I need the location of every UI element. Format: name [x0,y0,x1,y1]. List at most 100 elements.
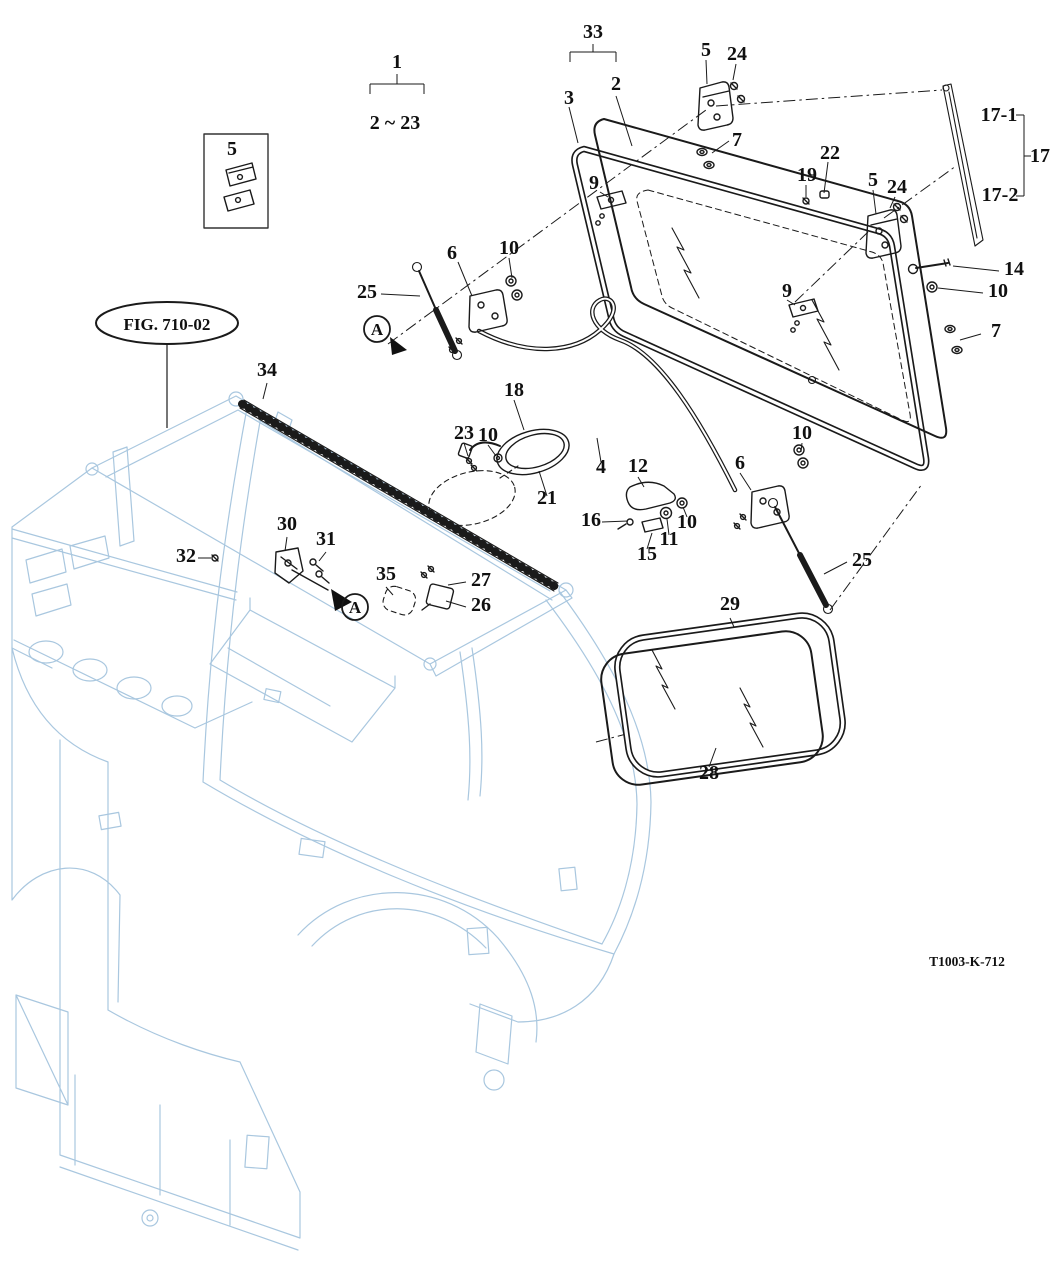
lower-window-seal [614,612,846,778]
part-callout-15: 15 [637,543,657,565]
part-callout-10: 10 [988,280,1008,302]
bolt-31 [315,570,323,578]
part-callout-32: 32 [176,545,196,567]
inset-detail-box [203,133,269,229]
nut-set-left [696,147,715,170]
part-callout-28: 28 [699,762,719,784]
detail-marker-a-lower: A [341,593,369,621]
arrow-to-strut [390,337,407,355]
part-callout-27: 27 [471,569,491,591]
lower-window-glass [600,630,824,786]
rear-window-seal [571,145,930,471]
mirror-clamp [457,442,473,459]
part-callout-5: 5 [868,169,878,191]
wiper-blade [942,83,984,247]
part-callout-6: 6 [735,452,745,474]
mirror-ghost-outline [428,470,516,526]
glass-reflection-mark [671,227,700,299]
cover-35 [382,585,417,616]
part-callout-21: 21 [537,487,557,509]
hinge-lower [865,202,909,259]
bracket-17 [1016,114,1031,197]
cab-wireframe [11,391,652,1251]
glass-reflection-mark [739,687,764,748]
part-callout-12: 12 [628,455,648,477]
bolt-31 [309,558,317,566]
part-callout-10: 10 [478,424,498,446]
part-callout-1: 1 [392,51,402,73]
part-callout-4: 4 [596,456,606,478]
part-callout-17-2: 17-2 [982,184,1019,206]
part-callout-11: 11 [660,528,679,550]
bracket-26 [425,583,455,610]
screw-32 [211,554,219,562]
leader-lines [198,59,1000,768]
part-callout-24: 24 [887,176,907,198]
part-callout-16: 16 [581,509,601,531]
mount-bracket-30 [274,547,304,584]
part-callout-17-1: 17-1 [981,104,1018,126]
part-callout-23: 23 [454,422,474,444]
nut-set-right [944,324,963,355]
bracket-1 [369,74,425,94]
hinge-upper [697,81,746,131]
part-callout-2: 2 [611,73,621,95]
stay-plate-left [448,289,508,354]
part-callout-34: 34 [257,359,277,381]
glass-reflection-mark [811,299,840,371]
figure-bubble: FIG. 710-02 [95,301,239,428]
washers [493,275,938,509]
gas-strut-right [767,497,834,615]
part-callout-25: 25 [357,281,377,303]
part-callout-3: 3 [564,87,574,109]
gas-strut-left [411,261,463,361]
part-callout-31: 31 [316,528,336,550]
bracket-33 [569,44,617,62]
part-callout-25: 25 [852,549,872,571]
pivot-fasteners [802,190,830,205]
part-callout-33: 33 [583,21,603,43]
part-callout-30: 30 [277,513,297,535]
part-callout-19: 19 [797,164,817,186]
mirror-assembly [428,428,570,526]
part-callout-29: 29 [720,593,740,615]
bolt-14 [907,258,951,275]
part-callout-18: 18 [504,379,524,401]
part-callout-9: 9 [782,280,792,302]
handle-assembly [617,481,677,533]
knob [659,506,673,520]
detail-marker-a-upper: A [363,315,391,343]
part-callout-223: 2 ~ 23 [370,112,420,134]
screw-27 [420,571,428,579]
part-callout-10: 10 [677,511,697,533]
part-callout-7: 7 [991,320,1001,342]
glass-reflection-mark [651,649,676,710]
part-callout-9: 9 [589,172,599,194]
part-callout-14: 14 [1004,258,1024,280]
part-callout-26: 26 [471,594,491,616]
roof-rail-seal [238,399,560,592]
handle-base [641,517,664,533]
drawing-code: T1003-K-712 [929,954,1005,969]
part-callout-7: 7 [732,129,742,151]
screw-19 [802,197,810,205]
figure-title: FIG. 710-02 [124,315,211,334]
part-callout-35: 35 [376,563,396,585]
label-brackets [369,44,1031,197]
detail-marker-letter: A [371,320,384,339]
arrow-to-detail-a [331,589,352,611]
weatherstrip [476,296,738,493]
part-callout-17: 17 [1030,145,1050,167]
stay-plate-right [733,485,790,530]
detail-marker-letter: A [349,598,362,617]
part-callout-10: 10 [792,422,812,444]
part-callout-22: 22 [820,142,840,164]
hinge-plate-left [595,190,627,226]
detail-arrows [331,337,407,611]
handle-screw [626,518,634,526]
part-callout-5: 5 [701,39,711,61]
part-callout-24: 24 [727,43,747,65]
part-callout-6: 6 [447,242,457,264]
